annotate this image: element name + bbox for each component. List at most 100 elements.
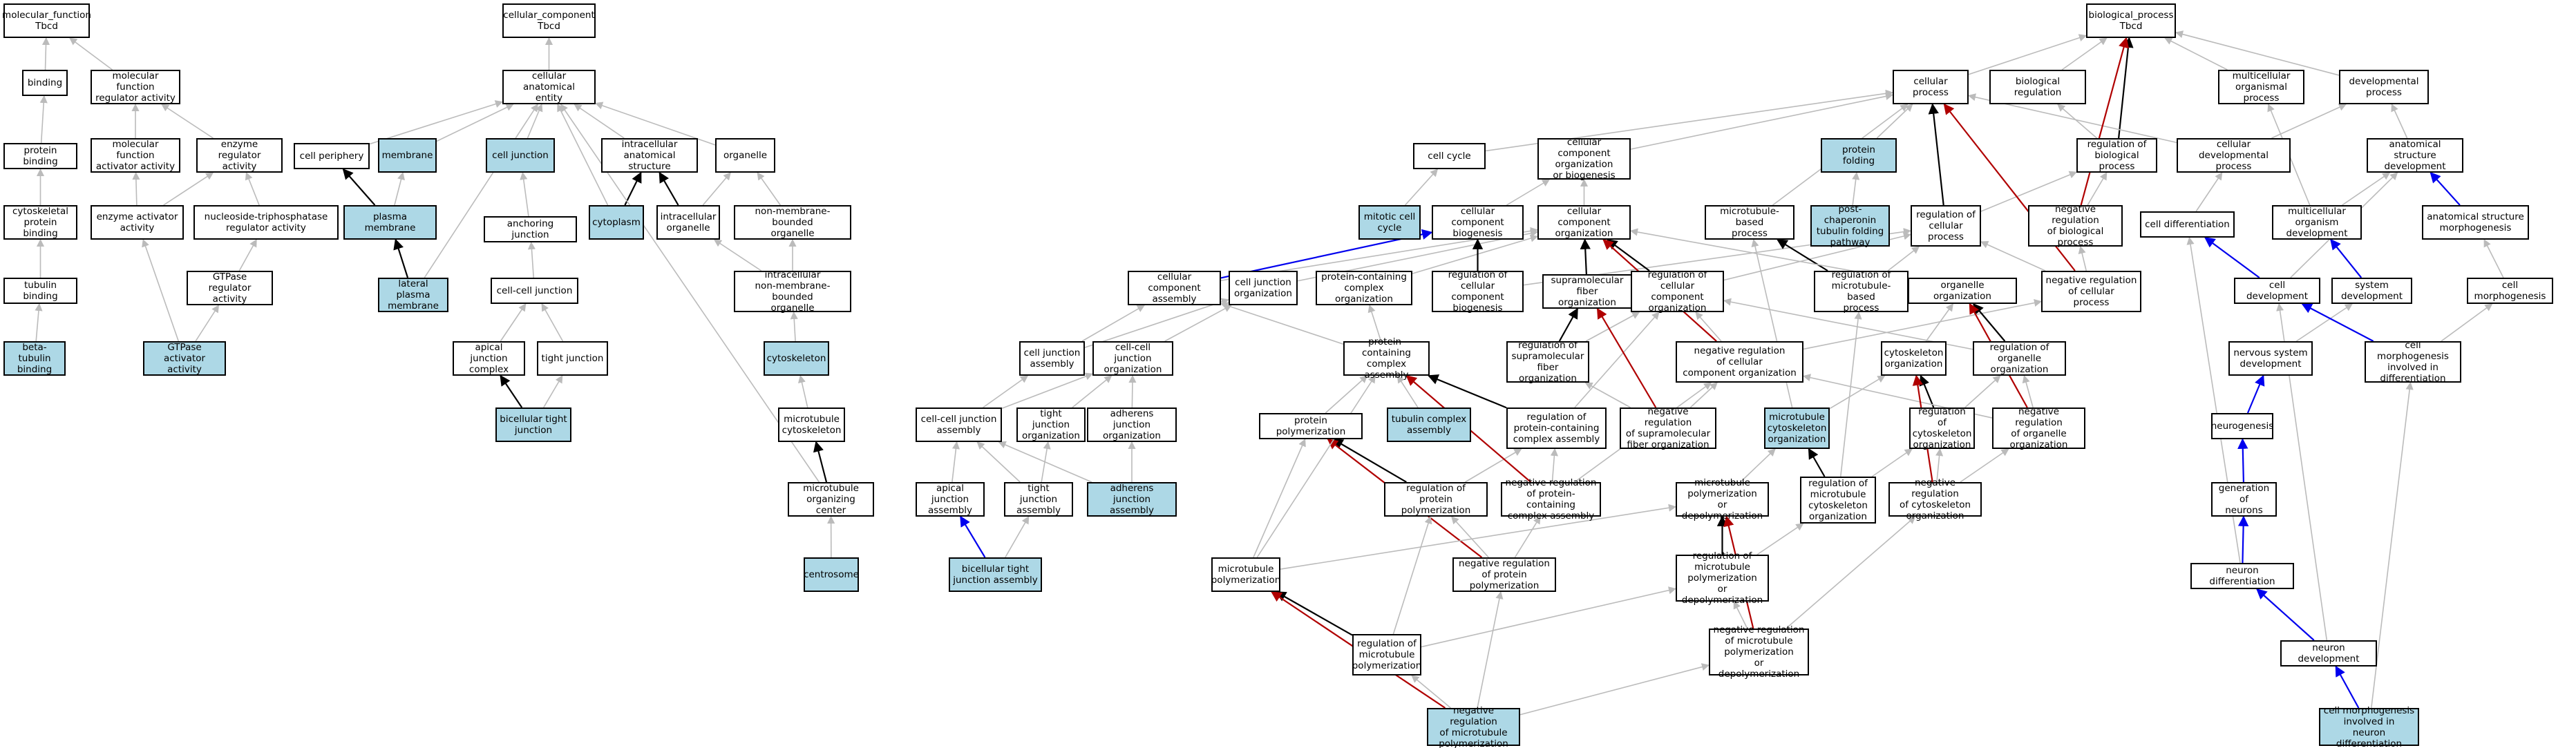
- go-term-node[interactable]: regulation of microtubule cytoskeleton o…: [1800, 477, 1876, 524]
- go-term-node[interactable]: microtubule cytoskeleton organization: [1764, 407, 1830, 449]
- go-term-node[interactable]: cellular process: [1893, 70, 1969, 104]
- go-term-node[interactable]: anatomical structure morphogenesis: [2422, 205, 2529, 240]
- go-term-node[interactable]: plasma membrane: [343, 205, 437, 240]
- go-term-node[interactable]: biological regulation: [1989, 70, 2086, 104]
- go-term-node[interactable]: biological_process Tbcd: [2086, 3, 2176, 38]
- go-term-node[interactable]: apical junction complex: [453, 341, 525, 376]
- go-term-node[interactable]: binding: [22, 70, 68, 96]
- go-term-node[interactable]: regulation of biological process: [2076, 138, 2157, 173]
- go-term-node[interactable]: cellular component biogenesis: [1432, 205, 1524, 240]
- go-term-node[interactable]: negative regulation of organelle organiz…: [1992, 406, 2085, 450]
- go-term-node[interactable]: tight junction assembly: [1004, 482, 1073, 517]
- go-term-node[interactable]: regulation of organelle organization: [1973, 341, 2066, 376]
- go-term-node[interactable]: cell-cell junction organization: [1092, 341, 1173, 376]
- go-term-node[interactable]: developmental process: [2339, 70, 2429, 104]
- go-term-node[interactable]: cellular component organization or bioge…: [1537, 137, 1631, 181]
- go-term-node[interactable]: regulation of microtubule polymerization: [1352, 634, 1421, 675]
- go-term-node[interactable]: lateral plasma membrane: [378, 278, 448, 312]
- go-term-node[interactable]: apical junction assembly: [916, 482, 985, 517]
- go-term-node[interactable]: regulation of cellular process: [1911, 205, 1981, 247]
- go-term-node[interactable]: tight junction: [537, 341, 608, 376]
- go-term-node[interactable]: adherens junction organization: [1087, 407, 1177, 442]
- go-term-node[interactable]: cytoskeleton: [764, 341, 829, 376]
- go-term-node[interactable]: regulation of protein-containing complex…: [1506, 407, 1607, 449]
- go-term-node[interactable]: intracellular anatomical structure: [601, 138, 698, 173]
- go-term-node[interactable]: membrane: [378, 138, 437, 173]
- go-term-node[interactable]: molecular function regulator activity: [91, 70, 180, 104]
- go-term-node[interactable]: nervous system development: [2228, 341, 2313, 376]
- go-term-node[interactable]: negative regulation of microtubule polym…: [1709, 624, 1809, 680]
- go-term-node[interactable]: cell morphogenesis involved in different…: [2365, 340, 2461, 384]
- go-term-node[interactable]: negative regulation of cellular process: [2041, 271, 2141, 312]
- go-term-node[interactable]: regulation of cellular component biogene…: [1432, 269, 1524, 314]
- go-term-node[interactable]: system development: [2331, 278, 2412, 304]
- go-term-node[interactable]: cytoskeleton organization: [1881, 341, 1947, 376]
- go-term-node[interactable]: cell morphogenesis involved in neuron di…: [2319, 705, 2419, 748]
- go-term-node[interactable]: GTPase activator activity: [143, 341, 226, 376]
- go-term-node[interactable]: protein polymerization: [1259, 413, 1363, 439]
- go-term-node[interactable]: cell-cell junction assembly: [916, 407, 1002, 442]
- go-term-node[interactable]: protein-containing complex assembly: [1343, 336, 1430, 381]
- go-term-node[interactable]: cell junction: [486, 138, 555, 173]
- go-term-node[interactable]: non-membrane-bounded organelle: [734, 205, 851, 240]
- go-term-node[interactable]: negative regulation of cellular componen…: [1676, 341, 1803, 383]
- go-term-node[interactable]: anatomical structure development: [2367, 138, 2463, 173]
- go-term-node[interactable]: GTPase regulator activity: [187, 271, 273, 305]
- go-term-node[interactable]: regulation of protein polymerization: [1384, 482, 1488, 517]
- go-term-node[interactable]: negative regulation of microtubule polym…: [1427, 705, 1520, 748]
- go-term-node[interactable]: adherens junction assembly: [1087, 482, 1177, 517]
- go-term-node[interactable]: post-chaperonin tubulin folding pathway: [1810, 204, 1890, 248]
- go-term-node[interactable]: cytoskeletal protein binding: [3, 205, 77, 240]
- go-term-node[interactable]: nucleoside-triphosphatase regulator acti…: [193, 205, 339, 240]
- go-term-node[interactable]: neuron development: [2280, 640, 2377, 667]
- go-term-node[interactable]: negative regulation of cytoskeleton orga…: [1888, 477, 1982, 521]
- go-term-node[interactable]: negative regulation of protein polymeriz…: [1452, 557, 1556, 592]
- go-term-node[interactable]: cellular anatomical entity: [502, 70, 596, 104]
- go-term-node[interactable]: bicellular tight junction assembly: [949, 557, 1042, 592]
- go-term-node[interactable]: microtubule polymerization or depolymeri…: [1676, 477, 1769, 521]
- go-term-node[interactable]: regulation of cytoskeleton organization: [1909, 406, 1975, 450]
- go-term-node[interactable]: microtubule cytoskeleton: [778, 407, 845, 442]
- go-term-node[interactable]: cell cycle: [1413, 143, 1486, 169]
- go-term-node[interactable]: regulation of microtubule polymerization…: [1676, 550, 1769, 606]
- go-term-node[interactable]: cell morphogenesis: [2467, 278, 2553, 304]
- go-term-node[interactable]: negative regulation of biological proces…: [2028, 204, 2123, 248]
- go-term-node[interactable]: microtubule-based process: [1705, 205, 1794, 240]
- go-term-node[interactable]: supramolecular fiber organization: [1542, 274, 1632, 309]
- go-term-node[interactable]: tubulin binding: [3, 278, 77, 304]
- go-term-node[interactable]: beta-tubulin binding: [3, 341, 66, 376]
- go-term-node[interactable]: regulation of cellular component organiz…: [1631, 269, 1724, 314]
- go-term-node[interactable]: mitotic cell cycle: [1358, 205, 1421, 240]
- go-term-node[interactable]: intracellular non-membrane-bounded organ…: [734, 269, 851, 314]
- go-term-node[interactable]: neuron differentiation: [2190, 563, 2294, 589]
- go-term-node[interactable]: neurogenesis: [2211, 413, 2273, 439]
- go-term-node[interactable]: tubulin complex assembly: [1387, 407, 1471, 442]
- go-term-node[interactable]: generation of neurons: [2211, 482, 2277, 517]
- go-term-node[interactable]: enzyme regulator activity: [196, 138, 283, 173]
- go-term-node[interactable]: protein-containing complex organization: [1316, 271, 1412, 305]
- go-term-node[interactable]: cell junction organization: [1229, 271, 1298, 305]
- go-term-node[interactable]: bicellular tight junction: [495, 407, 571, 442]
- go-term-node[interactable]: cellular_component Tbcd: [502, 3, 596, 38]
- go-term-node[interactable]: cellular developmental process: [2177, 138, 2291, 173]
- go-term-node[interactable]: multicellular organism development: [2272, 205, 2362, 240]
- go-term-node[interactable]: molecular function activator activity: [91, 138, 180, 173]
- go-term-node[interactable]: negative regulation of supramolecular fi…: [1620, 406, 1716, 450]
- go-term-node[interactable]: protein folding: [1821, 138, 1897, 173]
- go-term-node[interactable]: intracellular organelle: [656, 205, 720, 240]
- go-term-node[interactable]: enzyme activator activity: [91, 205, 184, 240]
- go-term-node[interactable]: cell differentiation: [2140, 211, 2235, 238]
- go-term-node[interactable]: negative regulation of protein-containin…: [1501, 477, 1601, 521]
- go-term-node[interactable]: microtubule organizing center: [788, 482, 874, 517]
- go-term-node[interactable]: cell-cell junction: [491, 278, 578, 304]
- go-term-node[interactable]: protein binding: [3, 143, 77, 169]
- go-term-node[interactable]: cellular component organization: [1537, 205, 1631, 240]
- go-term-node[interactable]: anchoring junction: [484, 216, 577, 242]
- go-term-node[interactable]: organelle: [715, 138, 775, 173]
- go-term-node[interactable]: cell development: [2234, 278, 2320, 304]
- go-term-node[interactable]: molecular_function Tbcd: [2, 3, 91, 38]
- go-term-node[interactable]: multicellular organismal process: [2218, 70, 2304, 104]
- go-term-node[interactable]: cell junction assembly: [1019, 341, 1085, 376]
- go-term-node[interactable]: regulation of microtubule-based process: [1814, 269, 1909, 314]
- go-term-node[interactable]: cellular component assembly: [1128, 271, 1221, 305]
